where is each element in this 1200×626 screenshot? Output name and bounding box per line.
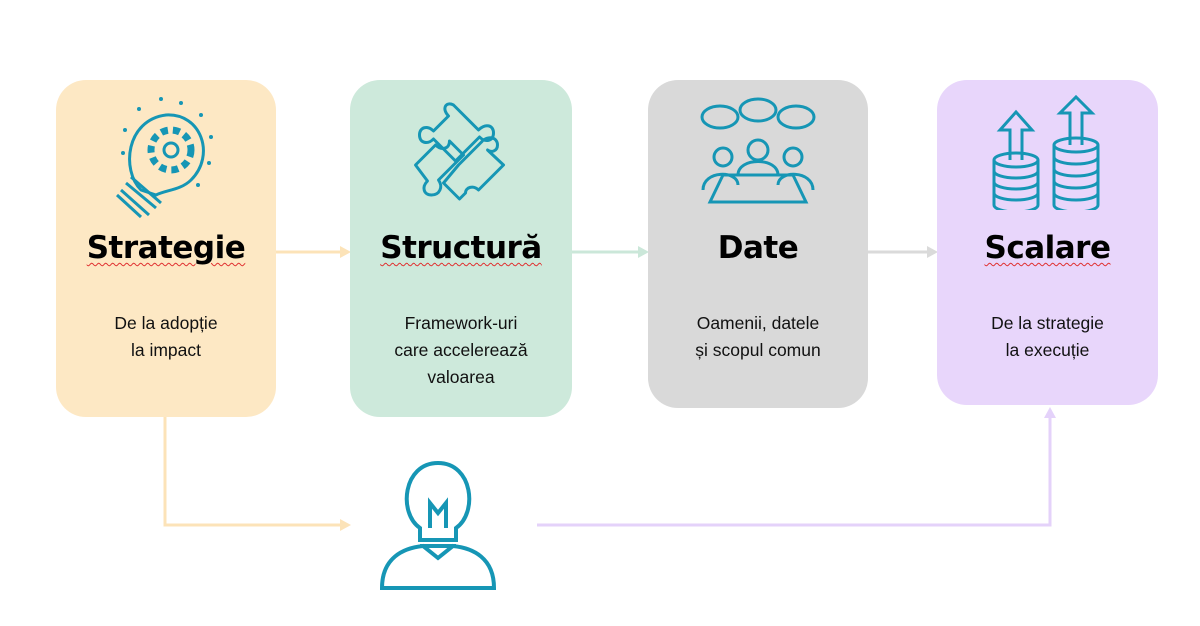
meeting-icon [700, 97, 816, 204]
arrow-date-scalare [868, 246, 938, 258]
puzzle-icon [414, 102, 505, 201]
step-title: Structură [380, 230, 542, 266]
arrow-strategie-person [163, 417, 351, 531]
lightbulb-gear-icon [115, 97, 213, 219]
arrow-person-scalare [537, 407, 1056, 527]
arrow-strategie-structura [276, 246, 351, 258]
step-title: Strategie [86, 230, 246, 266]
person-lightbulb-icon [379, 460, 497, 590]
coins-growth-icon [992, 95, 1099, 210]
step-title: Scalare [984, 230, 1111, 266]
arrow-structura-date [572, 246, 649, 258]
step-title: Date [717, 230, 799, 266]
